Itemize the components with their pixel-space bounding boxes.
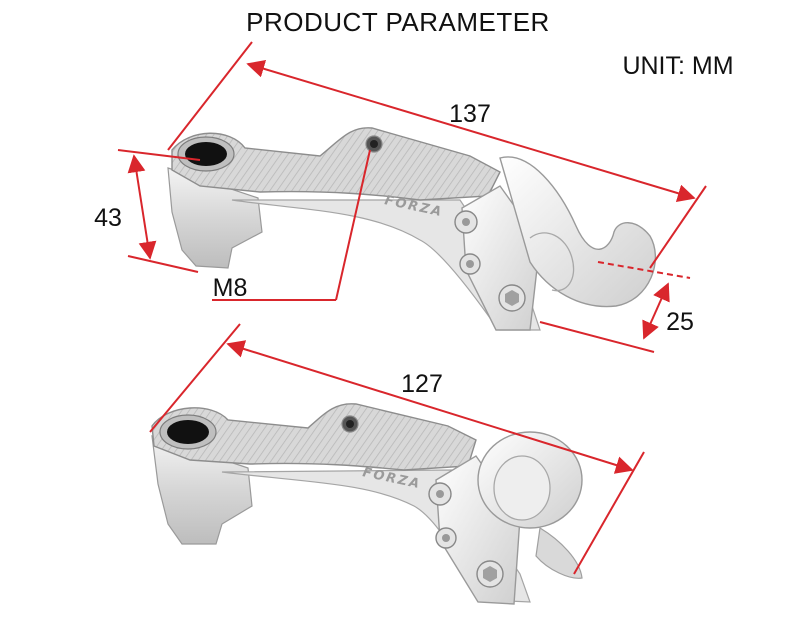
upper-dimension-lines: [117, 41, 707, 353]
lower-length-label: 127: [401, 370, 443, 398]
upper-height-label: 43: [94, 204, 122, 232]
thread-size-label: M8: [213, 274, 248, 302]
page-title: PRODUCT PARAMETER: [246, 7, 550, 37]
hook-size-label: 25: [666, 308, 694, 336]
upper-bolt-icons: [454, 210, 526, 312]
lower-dimension-lines: [149, 323, 645, 575]
lower-bolt-icons: [428, 482, 504, 588]
unit-label: UNIT: MM: [622, 52, 733, 80]
upper-length-label: 137: [449, 100, 491, 128]
